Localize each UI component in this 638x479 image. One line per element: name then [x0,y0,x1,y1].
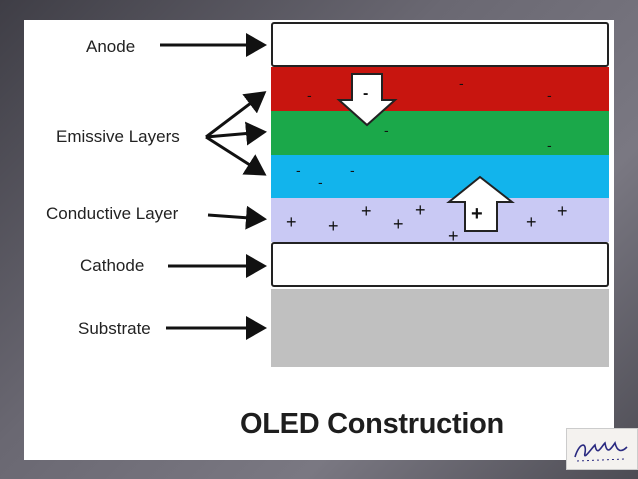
negative-charge: - [307,87,312,103]
label-anode: Anode [86,37,136,56]
positive-charge: + [328,216,339,236]
label-cathode: Cathode [80,256,145,275]
negative-charge: - [296,162,301,178]
arrow-conductive [207,205,267,230]
anode-layer [271,22,609,67]
hole-flow-arrow [446,175,515,232]
positive-charge: + [448,226,459,246]
negative-charge: - [318,174,323,190]
negative-charge: - [459,75,464,91]
signature-mark [574,441,628,462]
negative-charge: - [350,162,355,178]
signature-stamp [566,428,638,470]
arrow-emissive-red [205,91,267,139]
emissive-layer-red [271,67,609,111]
label-conductive-layer: Conductive Layer [46,204,179,223]
negative-charge: - [547,87,552,103]
substrate-layer [271,289,609,367]
positive-charge: + [393,214,404,234]
positive-charge: + [286,212,297,232]
emissive-layer-blue [271,155,609,198]
positive-charge: + [526,212,537,232]
electron-flow-arrow [336,73,398,127]
cathode-layer [271,242,609,287]
label-substrate: Substrate [78,319,151,338]
arrow-emissive-blue [205,135,267,176]
positive-charge: + [415,200,426,220]
label-emissive-layers: Emissive Layers [56,127,180,146]
electron-flow-symbol: - [363,85,368,102]
hole-flow-symbol: + [471,203,483,225]
negative-charge: - [547,137,552,153]
positive-charge: + [361,201,372,221]
emissive-layer-green [271,111,609,155]
positive-charge: + [557,201,568,221]
diagram-title: OLED Construction [240,408,504,440]
arrow-emissive-green [205,121,267,146]
conductive-layer [271,198,609,242]
negative-charge: - [384,122,389,138]
